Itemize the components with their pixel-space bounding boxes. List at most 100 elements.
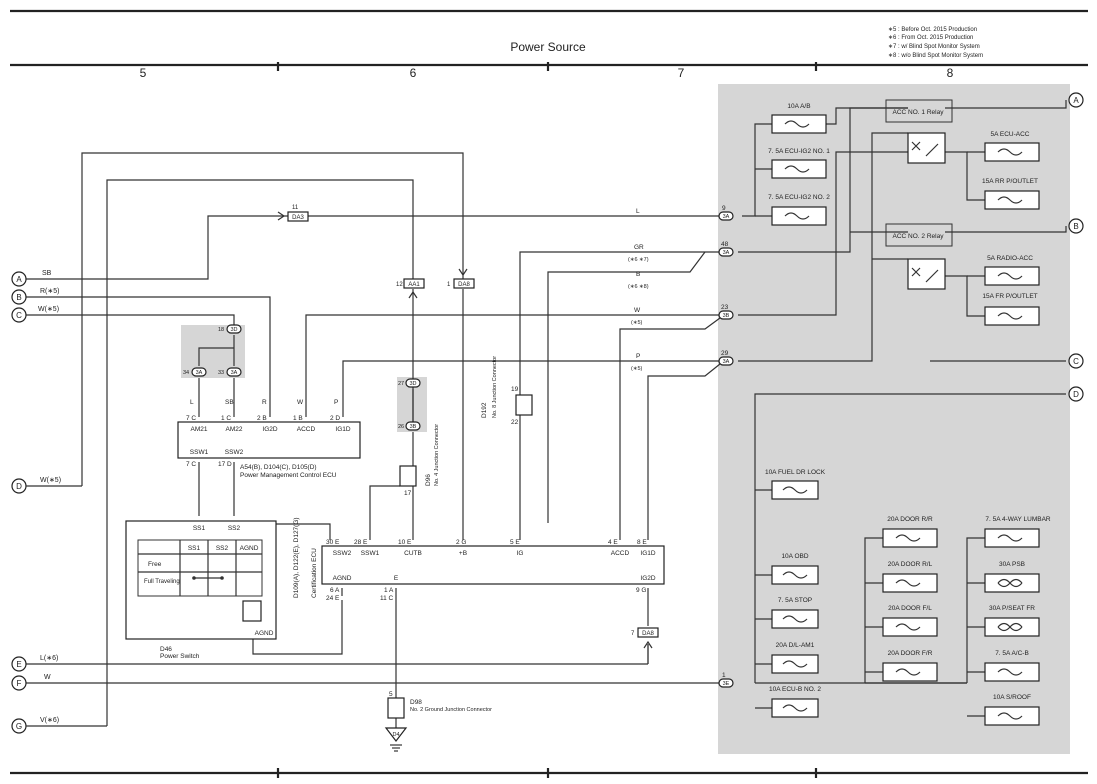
- power-switch: SS1 SS2 AGND SS1 SS2 AGND Free Full Trav…: [125, 520, 277, 660]
- jb-conn-1: 3E1: [718, 672, 734, 688]
- svg-text:Certification ECU: Certification ECU: [311, 548, 318, 598]
- fuses-top: 10A A/B 7. 5A ECU-IG2 NO. 1 7. 5A ECU-IG…: [768, 103, 830, 226]
- svg-text:33: 33: [218, 370, 224, 376]
- jc-d98: 5 D98 No. 2 Ground Junction Connector D4: [384, 691, 492, 752]
- svg-text:No. 2 Ground Junction Connecto: No. 2 Ground Junction Connector: [410, 707, 492, 713]
- conn-C-right: C: [1068, 353, 1084, 369]
- fuse-ecu-ig2-2: 7. 5A ECU-IG2 NO. 2: [768, 194, 830, 226]
- svg-text:12: 12: [396, 282, 403, 288]
- svg-text:23: 23: [721, 304, 729, 311]
- svg-text:Power Switch: Power Switch: [160, 653, 200, 660]
- svg-text:No. 4 Junction Connector: No. 4 Junction Connector: [434, 424, 440, 486]
- conn-B-right: B: [1068, 218, 1084, 234]
- conn-A-right: A: [1068, 92, 1084, 108]
- fuse-door-rr: 20A DOOR R/R: [882, 516, 938, 548]
- svg-text:20A DOOR F/L: 20A DOOR F/L: [888, 605, 932, 612]
- svg-text:15A FR P/OUTLET: 15A FR P/OUTLET: [982, 293, 1037, 300]
- svg-text:7. 5A STOP: 7. 5A STOP: [778, 597, 812, 604]
- fuse-4way-lumbar: 7. 5A 4-WAY LUMBAR: [984, 516, 1051, 548]
- svg-text:20A DOOR R/L: 20A DOOR R/L: [888, 561, 933, 568]
- svg-text:AA1: AA1: [408, 282, 420, 288]
- svg-text:V(∗6): V(∗6): [40, 717, 59, 724]
- conn-F-left: FW: [11, 674, 51, 691]
- svg-text:2 D: 2 D: [330, 415, 340, 422]
- svg-text:(∗5): (∗5): [631, 320, 642, 326]
- svg-text:9: 9: [722, 205, 726, 212]
- svg-text:3A: 3A: [723, 250, 730, 256]
- col-8: 8: [947, 66, 954, 80]
- fuse-fuel-dr-lock: 10A FUEL DR LOCK: [765, 469, 826, 500]
- svg-text:No. 8 Junction Connector: No. 8 Junction Connector: [492, 356, 498, 418]
- svg-text:SS2: SS2: [216, 545, 229, 552]
- svg-text:5A RADIO-ACC: 5A RADIO-ACC: [987, 255, 1033, 262]
- fuse-dl-am1: 20A D/L-AM1: [771, 642, 819, 674]
- svg-text:30 E: 30 E: [326, 539, 340, 546]
- svg-text:(∗6 ∗7): (∗6 ∗7): [628, 257, 649, 263]
- inline-aa1: AA1 12: [396, 278, 425, 299]
- col-5: 5: [140, 66, 147, 80]
- svg-text:W(∗5): W(∗5): [40, 477, 61, 484]
- svg-text:R(∗5): R(∗5): [40, 288, 59, 295]
- svg-text:1: 1: [447, 282, 451, 288]
- wires: [22, 152, 721, 728]
- svg-text:17: 17: [404, 490, 412, 497]
- offpage-left: ASB BR(∗5) CW(∗5) DW(∗5) EL(∗6) FW GV(∗6…: [11, 270, 107, 734]
- svg-text:3D: 3D: [230, 327, 237, 333]
- svg-text:D96: D96: [425, 474, 432, 486]
- svg-text:10A FUEL DR LOCK: 10A FUEL DR LOCK: [765, 469, 826, 476]
- svg-text:GR: GR: [634, 244, 644, 251]
- svg-text:SSW1: SSW1: [361, 550, 380, 557]
- svg-text:G: G: [16, 722, 22, 731]
- col-7: 7: [678, 66, 685, 80]
- fuse-door-rl: 20A DOOR R/L: [882, 561, 938, 593]
- svg-text:W(∗5): W(∗5): [38, 306, 59, 313]
- svg-text:D98: D98: [410, 699, 422, 706]
- fuse-stop: 7. 5A STOP: [771, 597, 819, 629]
- svg-text:18: 18: [218, 327, 224, 333]
- svg-text:SS1: SS1: [193, 525, 206, 532]
- conn-D-left: DW(∗5): [11, 477, 82, 494]
- svg-text:F: F: [17, 679, 22, 688]
- svg-text:CUTB: CUTB: [404, 550, 422, 557]
- power-management-ecu: AM21 AM22 IG2D ACCD IG1D SSW1 SSW2 A54(B…: [177, 399, 361, 479]
- offpage-right: A B C D: [1068, 92, 1084, 402]
- svg-text:1: 1: [722, 672, 726, 679]
- fuses-lower: 10A FUEL DR LOCK 10A OBD 7. 5A STOP 20A …: [765, 469, 1051, 726]
- svg-text:L(∗6): L(∗6): [40, 655, 58, 662]
- svg-text:DA8: DA8: [642, 631, 654, 637]
- svg-text:7. 5A ECU-IG2 NO. 2: 7. 5A ECU-IG2 NO. 2: [768, 194, 830, 201]
- jc-d192: 19 22 D192 No. 8 Junction Connector: [481, 356, 533, 426]
- inline-da8-top: DA8 1: [447, 268, 475, 289]
- svg-text:9 G: 9 G: [636, 587, 646, 594]
- relay-acc-2: ACC NO. 2 Relay 5A RADIO-ACC 15A FR P/OU…: [885, 223, 1040, 326]
- svg-text:+B: +B: [459, 550, 467, 557]
- svg-text:IG2D: IG2D: [262, 426, 277, 433]
- svg-text:34: 34: [183, 370, 189, 376]
- fuse-ecu-ig2-1: 7. 5A ECU-IG2 NO. 1: [768, 148, 830, 179]
- note-1: ∗6 : From Oct. 2015 Production: [888, 35, 973, 41]
- svg-text:DA8: DA8: [458, 282, 470, 288]
- column-numbers: 5 6 7 8: [140, 66, 954, 80]
- svg-text:AM22: AM22: [226, 426, 243, 433]
- note-3: ∗8 : w/o Blind Spot Monitor System: [888, 53, 983, 59]
- svg-text:2 G: 2 G: [456, 539, 466, 546]
- svg-text:7. 5A A/C-B: 7. 5A A/C-B: [995, 650, 1029, 657]
- svg-text:B: B: [1073, 222, 1078, 231]
- fuse-obd: 10A OBD: [771, 553, 819, 585]
- svg-text:D: D: [1073, 390, 1079, 399]
- svg-text:3D: 3D: [409, 381, 416, 387]
- svg-text:IG1D: IG1D: [640, 550, 655, 557]
- svg-text:E: E: [16, 660, 21, 669]
- svg-text:10A OBD: 10A OBD: [781, 553, 808, 560]
- svg-text:7. 5A 4-WAY LUMBAR: 7. 5A 4-WAY LUMBAR: [985, 516, 1051, 523]
- svg-text:1 B: 1 B: [293, 415, 303, 422]
- svg-text:1 A: 1 A: [384, 587, 394, 594]
